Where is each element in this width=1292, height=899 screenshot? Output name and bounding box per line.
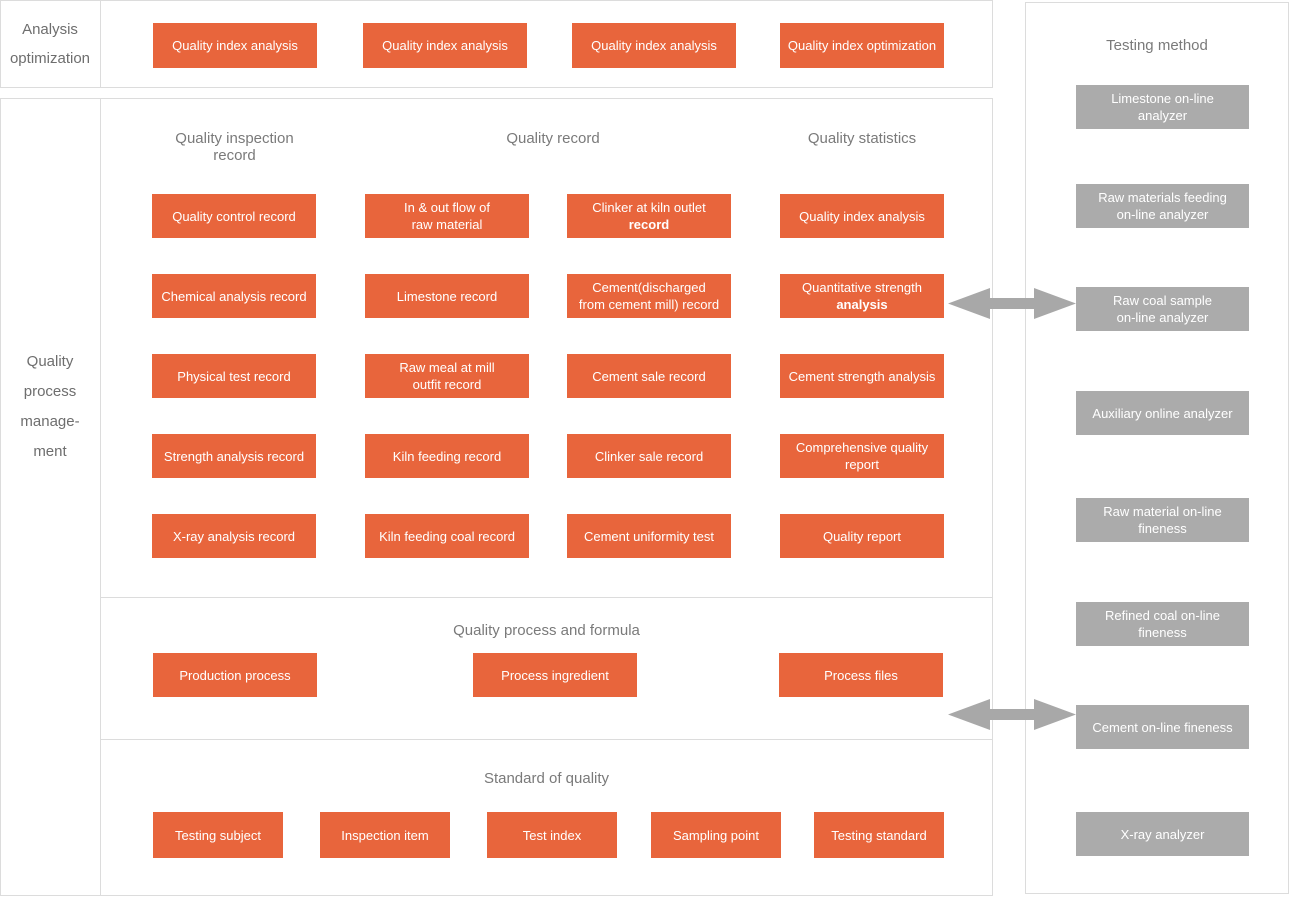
quality-process-management-label: Quality process manage-ment (0, 347, 100, 467)
analysis-optimization-button[interactable]: Quality index analysis (572, 23, 736, 68)
testing-method-button[interactable]: X-ray analyzer (1076, 812, 1249, 856)
record-button[interactable]: Limestone record (365, 274, 529, 318)
process-button[interactable]: Process ingredient (473, 653, 637, 697)
process-button[interactable]: Process files (779, 653, 943, 697)
label-line: optimization (9, 50, 91, 67)
standard-button[interactable]: Inspection item (320, 812, 450, 858)
label-line: ment (33, 443, 67, 460)
analysis-optimization-button[interactable]: Quality index optimization (780, 23, 944, 68)
analysis-optimization-button[interactable]: Quality index analysis (153, 23, 317, 68)
label-line: manage- (20, 413, 80, 430)
statistics-button[interactable]: Cement strength analysis (780, 354, 944, 398)
double-arrow-icon (948, 288, 1076, 319)
testing-method-panel (1025, 2, 1289, 894)
records-section-divider (101, 597, 992, 598)
quality-inspection-record-heading: Quality inspection record (175, 130, 294, 164)
quality-record-heading: Quality record (506, 130, 600, 147)
record-button[interactable]: Strength analysis record (152, 434, 316, 478)
label-line: process (23, 383, 77, 400)
record-button[interactable]: Physical test record (152, 354, 316, 398)
analysis-optimization-label: Analysis optimization (0, 0, 100, 88)
statistics-button[interactable]: Quality index analysis (780, 194, 944, 238)
quality-statistics-heading: Quality statistics (807, 130, 917, 147)
standard-button[interactable]: Testing standard (814, 812, 944, 858)
main-panel-divider (100, 99, 101, 895)
record-button[interactable]: Kiln feeding coal record (365, 514, 529, 558)
standard-of-quality-heading: Standard of quality (483, 770, 610, 787)
quality-process-formula-heading: Quality process and formula (453, 622, 640, 639)
label-line: Analysis (22, 21, 78, 38)
statistics-button[interactable]: Quality report (780, 514, 944, 558)
record-button[interactable]: Quality control record (152, 194, 316, 238)
process-button[interactable]: Production process (153, 653, 317, 697)
process-section-divider (101, 739, 992, 740)
testing-method-heading: Testing method (1106, 37, 1208, 54)
record-button[interactable]: Chemical analysis record (152, 274, 316, 318)
standard-button[interactable]: Test index (487, 812, 617, 858)
double-arrow-icon (948, 699, 1076, 730)
top-panel-divider (100, 1, 101, 87)
label-line: Quality (26, 353, 74, 370)
record-button[interactable]: Clinker sale record (567, 434, 731, 478)
testing-method-button[interactable]: Cement on-line fineness (1076, 705, 1249, 749)
record-button[interactable]: Cement sale record (567, 354, 731, 398)
analysis-optimization-button[interactable]: Quality index analysis (363, 23, 527, 68)
standard-button[interactable]: Testing subject (153, 812, 283, 858)
record-button[interactable]: X-ray analysis record (152, 514, 316, 558)
record-button[interactable]: Kiln feeding record (365, 434, 529, 478)
standard-button[interactable]: Sampling point (651, 812, 781, 858)
record-button[interactable]: Cement uniformity test (567, 514, 731, 558)
testing-method-button[interactable]: Auxiliary online analyzer (1076, 391, 1249, 435)
